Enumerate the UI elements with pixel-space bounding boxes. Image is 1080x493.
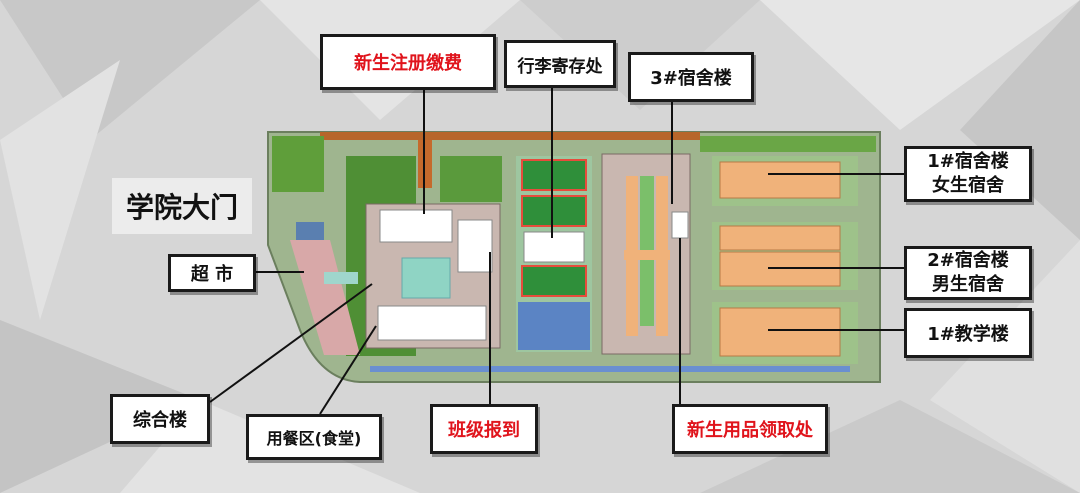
dorm1-building <box>719 161 841 199</box>
entrance-road <box>290 240 360 355</box>
building-supplies <box>671 211 689 239</box>
garden-top <box>440 156 502 202</box>
callout-teaching-building1: 1#教学楼 <box>904 308 1032 358</box>
leader-line-canteen <box>319 325 377 415</box>
building-registration <box>379 209 453 243</box>
callout-canteen: 用餐区(食堂) <box>246 414 382 460</box>
basketball-court <box>521 159 587 191</box>
building-canteen <box>377 305 487 341</box>
callout-dorm3: 3#宿舍楼 <box>628 52 754 102</box>
central-fountain <box>401 257 451 299</box>
callout-dorm1-line2: 女生宿舍 <box>932 175 1004 196</box>
callout-registration-fee: 新生注册缴费 <box>320 34 496 90</box>
grass-strip <box>700 136 876 152</box>
blue-field <box>518 302 590 350</box>
callout-supplies-pickup: 新生用品领取处 <box>672 404 828 454</box>
campus-gate-label: 学院大门 <box>112 178 252 234</box>
entrance-canopy <box>324 272 358 284</box>
building-luggage <box>523 231 585 263</box>
building-supermarket <box>296 222 324 244</box>
callout-class-report: 班级报到 <box>430 404 538 454</box>
callout-supermarket: 超 市 <box>168 254 256 292</box>
callout-dorm1-line1: 1#宿舍楼 <box>927 151 1009 172</box>
callout-dorm2: 2#宿舍楼 男生宿舍 <box>904 246 1032 300</box>
callout-dorm2-line2: 男生宿舍 <box>932 274 1004 295</box>
callout-dorm2-line1: 2#宿舍楼 <box>927 250 1009 271</box>
bottom-strip <box>370 366 850 372</box>
basketball-court <box>521 265 587 297</box>
leader-line-complex <box>209 283 373 403</box>
top-road <box>320 132 700 140</box>
dorm3-crossbar <box>624 250 670 260</box>
callout-luggage-storage: 行李寄存处 <box>504 40 616 88</box>
building-class-report <box>457 219 493 273</box>
basketball-court <box>521 195 587 227</box>
callout-dorm1: 1#宿舍楼 女生宿舍 <box>904 146 1032 202</box>
callout-complex-building: 综合楼 <box>110 394 210 444</box>
teaching-building <box>719 307 841 357</box>
grass-strip <box>272 136 324 192</box>
dorm2-building <box>719 225 841 251</box>
